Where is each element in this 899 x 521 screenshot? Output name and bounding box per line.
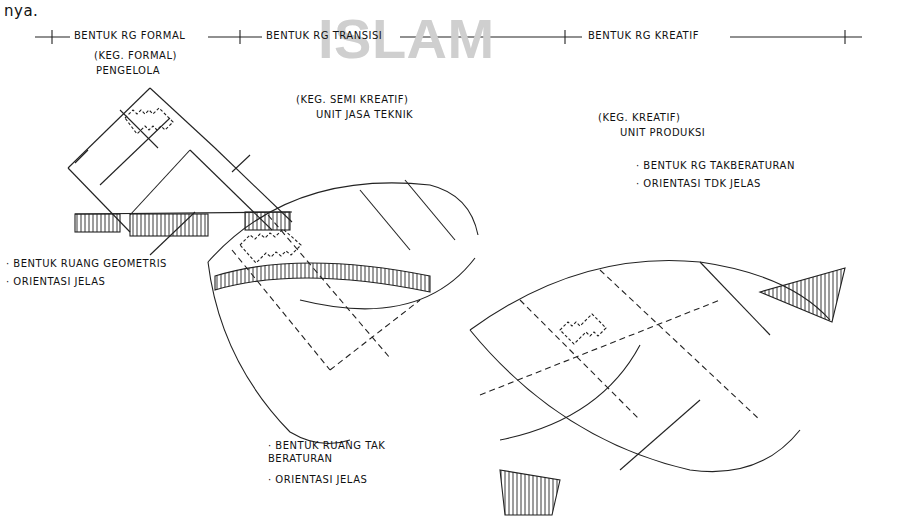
note-bullet: · ORIENTASI JELAS: [6, 276, 105, 289]
page-fragment: nya.: [4, 2, 38, 21]
note-bullet: · ORIENTASI TDK JELAS: [636, 178, 761, 191]
note-bullet: · BENTUK RUANG GEOMETRIS: [6, 258, 167, 271]
activity-label: (KEG. SEMI KREATIF): [296, 94, 408, 107]
unit-label: UNIT JASA TEKNIK: [316, 109, 413, 122]
formal-plan: [68, 88, 292, 255]
activity-label: (KEG. KREATIF): [598, 112, 680, 125]
note-bullet: · BENTUK RUANG TAK BERATURAN: [268, 440, 408, 465]
transition-plan: [208, 180, 478, 444]
note-bullet: · BENTUK RG TAKBERATURAN: [636, 160, 795, 173]
column-heading: BENTUK RG TRANSISI: [266, 30, 382, 43]
unit-label: UNIT PRODUKSI: [620, 127, 705, 140]
unit-label: PENGELOLA: [96, 65, 160, 78]
column-heading: BENTUK RG KREATIF: [588, 30, 699, 43]
column-heading: BENTUK RG FORMAL: [74, 30, 185, 43]
creative-plan: [470, 260, 845, 515]
note-bullet: · ORIENTASI JELAS: [268, 474, 367, 487]
activity-label: (KEG. FORMAL): [94, 50, 177, 63]
